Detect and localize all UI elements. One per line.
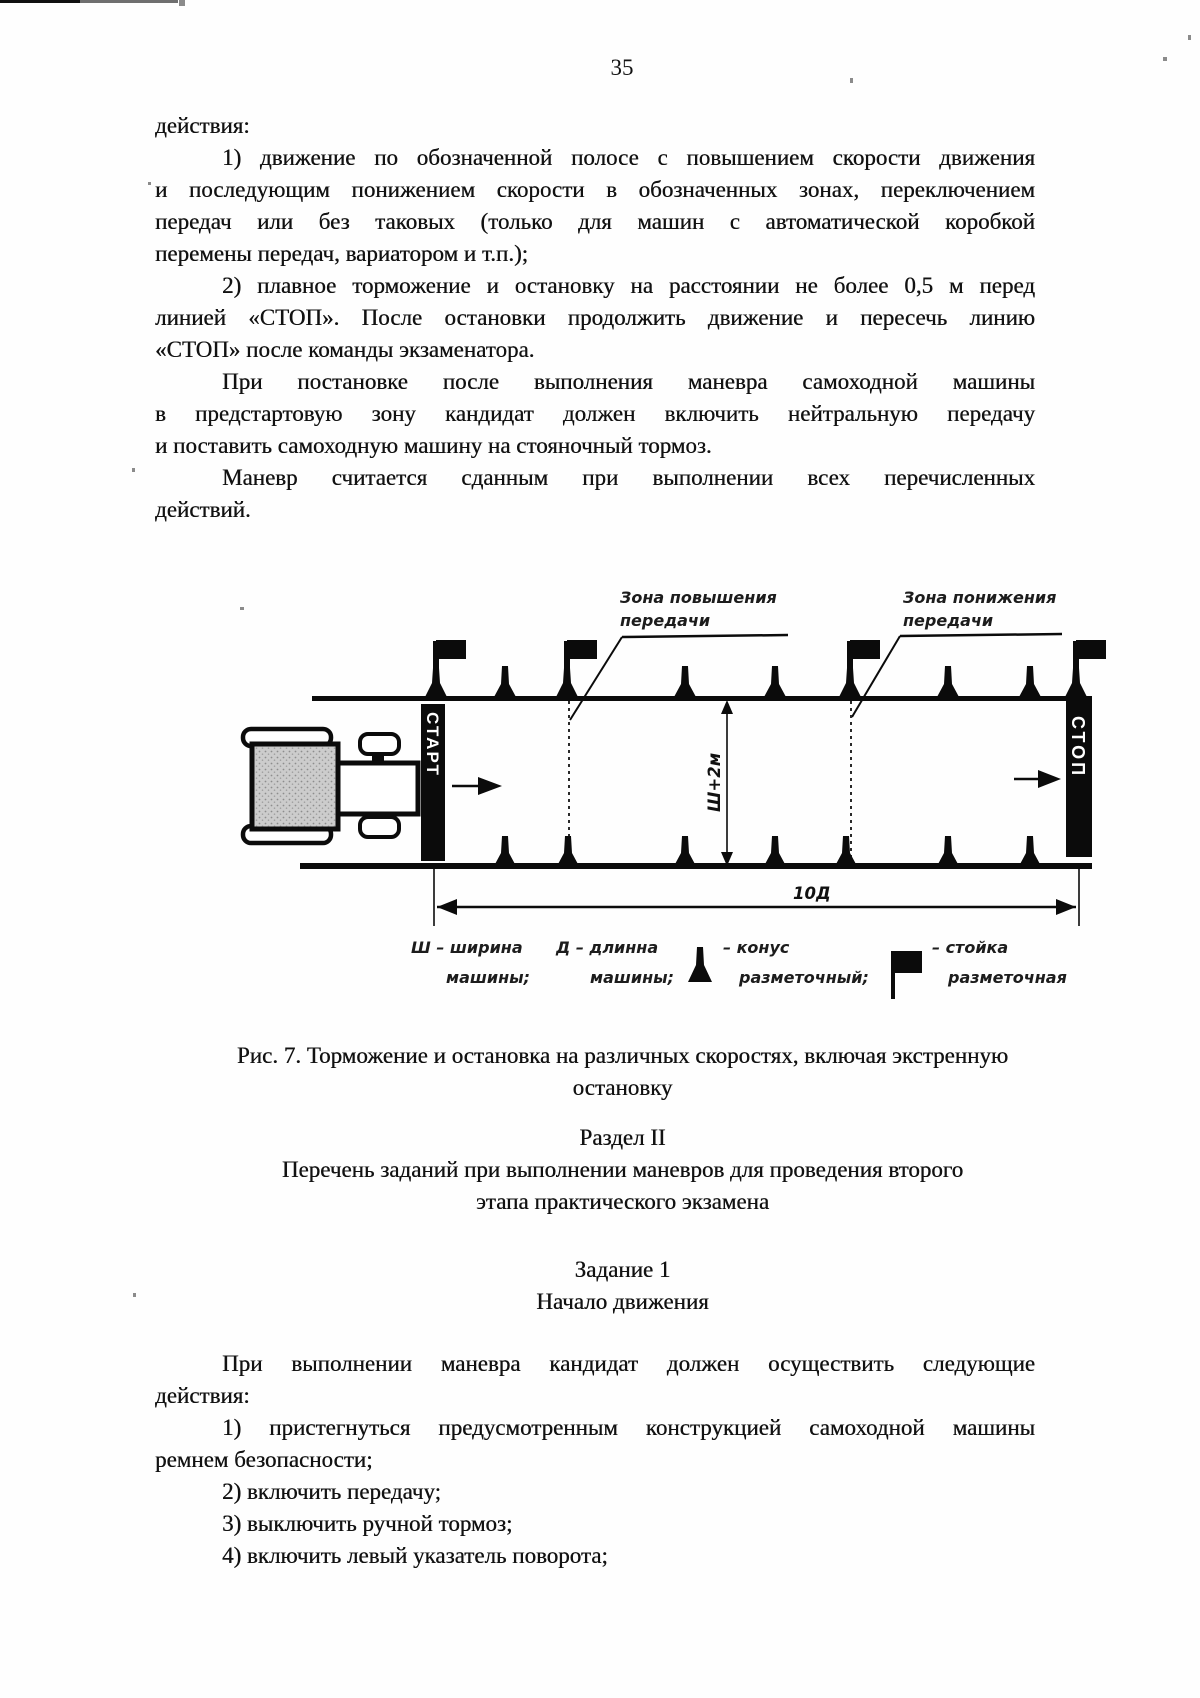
zone-downshift-label: Зона понижения передачи <box>851 588 1063 718</box>
scan-artifact <box>80 0 178 3</box>
section-subtitle: этапа практического экзамена <box>475 1189 770 1214</box>
task-heading: Задание 1 Начало движения <box>155 1254 1090 1318</box>
scan-speck <box>148 182 151 185</box>
svg-text:машины;: машины; <box>590 968 674 987</box>
body-line: действия: <box>155 113 250 138</box>
cone-icon <box>764 666 786 697</box>
scan-speck <box>1188 35 1191 40</box>
cone-icon <box>494 836 516 866</box>
stop-bar: СТОП <box>1066 698 1092 857</box>
scan-artifact <box>0 0 80 3</box>
section-subtitle: Перечень заданий при выполнении маневров… <box>281 1157 964 1182</box>
svg-text:Зона повышения: Зона повышения <box>619 588 777 607</box>
svg-text:Ш – ширина: Ш – ширина <box>411 938 523 957</box>
post-legend-icon <box>891 951 922 999</box>
body-line: действий. <box>155 497 251 522</box>
svg-text:СТОП: СТОП <box>1068 716 1088 778</box>
body-line: 2) включить передачу; <box>222 1479 441 1504</box>
body-text-top: действия: 1) движение по обозначенной по… <box>155 110 1035 526</box>
track-line-top <box>312 696 1092 701</box>
section-heading: Раздел II Перечень заданий при выполнени… <box>155 1122 1090 1218</box>
svg-text:– стойка: – стойка <box>932 938 1008 957</box>
body-line: в предстартовую зону кандидат должен вкл… <box>155 401 1035 426</box>
svg-text:Д – длинна: Д – длинна <box>555 938 658 957</box>
body-line: линией «СТОП». После остановки продолжит… <box>155 305 1035 330</box>
marker-post-icon <box>839 640 880 697</box>
cone-icon <box>1019 666 1041 697</box>
body-text-bottom: При выполнении маневра кандидат должен о… <box>155 1348 1035 1572</box>
leader-line <box>621 633 789 639</box>
width-dimension: Ш+2м <box>705 700 733 866</box>
body-line: 3) выключить ручной тормоз; <box>222 1511 513 1536</box>
cone-legend-icon <box>688 947 712 982</box>
cone-icon <box>937 836 959 866</box>
body-line: 1) пристегнуться предусмотренным констру… <box>222 1415 1035 1440</box>
cone-icon <box>937 666 959 697</box>
body-line: перемены передач, вариатором и т.п.); <box>155 241 529 266</box>
page-number: 35 <box>610 55 634 80</box>
body-line: «СТОП» после команды экзаменатора. <box>155 337 535 362</box>
svg-text:10Д: 10Д <box>793 884 831 903</box>
section-title: Раздел II <box>579 1125 666 1150</box>
marker-post-icon <box>425 640 466 697</box>
cone-icon <box>674 666 696 697</box>
body-line: передач или без таковых (только для маши… <box>155 209 1035 234</box>
cone-icon <box>674 836 696 866</box>
body-line: При выполнении маневра кандидат должен о… <box>222 1351 1035 1376</box>
svg-text:передачи: передачи <box>903 611 993 630</box>
caption-line: остановку <box>572 1075 673 1100</box>
svg-text:СТАРТ: СТАРТ <box>423 712 442 777</box>
figure-7-diagram: Зона повышения передачи Зона понижения п… <box>240 588 1106 999</box>
direction-arrow-stop <box>1014 770 1061 788</box>
svg-text:Зона понижения: Зона понижения <box>902 588 1056 607</box>
task-title: Задание 1 <box>574 1257 671 1282</box>
body-line: При постановке после выполнения маневра … <box>222 369 1035 394</box>
scan-speck <box>133 1293 136 1297</box>
scan-speck <box>179 0 185 6</box>
body-line: 4) включить левый указатель поворота; <box>222 1543 608 1568</box>
cone-icon <box>494 666 516 697</box>
tractor-icon <box>240 726 421 846</box>
body-line: и поставить самоходную машину на стояноч… <box>155 433 712 458</box>
scan-speck <box>1163 57 1167 61</box>
svg-text:разметочный;: разметочный; <box>738 968 869 987</box>
cone-icon <box>764 836 786 866</box>
length-dimension: 10Д <box>433 869 1080 926</box>
cone-icon <box>1019 836 1041 866</box>
svg-text:– конус: – конус <box>723 938 790 957</box>
scan-speck <box>850 78 853 83</box>
caption-line: Рис. 7. Торможение и остановка на различ… <box>236 1043 1009 1068</box>
leader-line <box>899 632 1063 638</box>
leader-line <box>851 635 901 718</box>
svg-text:разметочная: разметочная <box>947 968 1067 987</box>
direction-arrow-start <box>452 777 502 795</box>
body-line: действия: <box>155 1383 250 1408</box>
leader-line <box>569 636 623 721</box>
scan-speck <box>132 468 135 472</box>
figure-legend: Ш – ширина машины; Д – длинна машины; – … <box>411 938 1067 999</box>
zone-upshift-label: Зона повышения передачи <box>569 588 789 721</box>
body-line: ремнем безопасности; <box>155 1447 373 1472</box>
task-subtitle: Начало движения <box>536 1289 709 1314</box>
start-bar: СТАРТ <box>421 704 445 861</box>
cone-icon <box>835 836 857 866</box>
scan-speck <box>240 607 244 610</box>
svg-text:машины;: машины; <box>446 968 530 987</box>
svg-text:Ш+2м: Ш+2м <box>705 753 724 812</box>
marker-post-icon <box>556 640 597 697</box>
body-line: 1) движение по обозначенной полосе с пов… <box>222 145 1035 170</box>
body-line: 2) плавное торможение и остановку на рас… <box>222 273 1035 298</box>
marker-post-icon <box>1065 640 1106 697</box>
body-line: Маневр считается сданным при выполнении … <box>222 465 1035 490</box>
svg-text:передачи: передачи <box>620 611 710 630</box>
figure-caption: Рис. 7. Торможение и остановка на различ… <box>155 1040 1090 1104</box>
cone-icon <box>557 836 579 866</box>
body-line: и последующим понижением скорости в обоз… <box>155 177 1035 202</box>
